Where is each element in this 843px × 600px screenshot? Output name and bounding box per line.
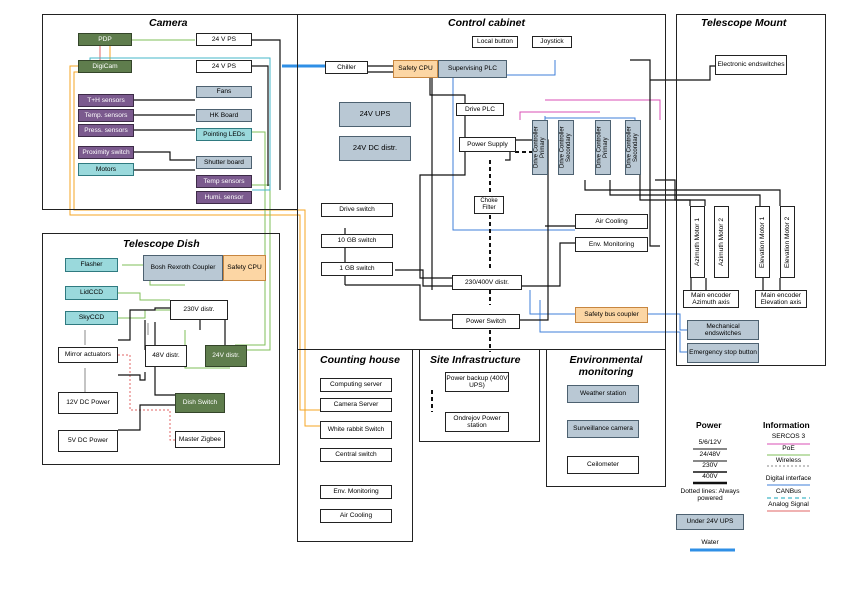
temp-sensors-box: Temp. sensors [78,109,134,122]
lidccd-box: LidCCD [65,286,118,300]
bosh-coupler-box: Bosh Rexroth Coupler [143,255,223,281]
mechanical-endswitches-box: Mechanical endswitches [687,320,759,340]
pdp-box: PDP [78,33,132,46]
information-legend-title: Information [763,420,810,430]
env-monitoring-box: Env. Monitoring [575,237,648,252]
computing-server-box: Computing server [320,378,392,392]
air-cooling-box: Air Cooling [575,214,648,229]
power-legend-item: 230V [702,462,718,469]
hk-board-box: HK Board [196,109,252,122]
supervising-plc-box: Supervising PLC [438,60,507,78]
ps-24v-box: 24 V PS [196,33,252,46]
distr-48v-box: 48V distr. [145,345,187,367]
surveillance-camera-box: Surveillance camera [567,420,639,438]
panel-title: Site Infrastructure [430,354,521,366]
emergency-stop-box: Emergency stop button [687,343,759,363]
under-ups-legend: Under 24V UPS [676,514,744,530]
azimuth-motor-2-box: Azimuth Motor 2 [714,206,729,278]
power-supply-box: Power Supply [459,137,516,152]
central-switch-box: Central switch [320,448,392,462]
mirror-actuators-box: Mirror actuators [58,347,118,363]
info-legend-item: Wireless [775,457,802,464]
drive-plc-box: Drive PLC [456,103,504,116]
safety-bus-coupler-box: Safety bus coupler [575,307,648,323]
distr-24v-box: 24V distr. [205,345,247,367]
power-legend-item: 5/6/12V [698,439,722,446]
azimuth-motor-1-box: Azimuth Motor 1 [690,206,705,278]
counting-env-monitoring-box: Env. Monitoring [320,485,392,499]
drive-controller-secondary-2: Drive Controller Secondary [625,120,641,175]
drive-controller-secondary-1: Drive Controller Secondary [558,120,574,175]
telescope-mount-panel: Telescope Mount [676,14,826,366]
press-sensors-box: Press. sensors [78,124,134,137]
info-legend-item: Digital interface [765,475,812,482]
elevation-encoder-box: Main encoder Elevation axis [755,290,807,308]
master-zigbee-box: Master Zigbee [175,431,225,448]
ondrejov-power-station-box: Ondrejov Power station [445,412,509,432]
distr-230-400-box: 230/400V distr. [452,275,522,290]
proximity-switch-box: Proximity switch [78,146,134,159]
pointing-leds-box: Pointing LEDs [196,128,252,141]
white-rabbit-switch-box: White rabbit Switch [320,421,392,439]
azimuth-encoder-box: Main encoder Azimuth axis [683,290,739,308]
panel-title: Telescope Mount [701,17,787,29]
electronic-endswitches-box: Electronic endswitches [715,55,787,75]
drive-controller-primary-1: Drive Controller Primary [532,120,548,175]
panel-title: Control cabinet [448,17,526,29]
choke-filter-box: Choke Filter [474,196,504,214]
site-infrastructure-panel: Site Infrastructure [419,349,540,442]
counting-house-panel: Counting house [297,349,413,542]
th-sensors-box: T+H sensors [78,94,134,107]
info-legend-item: SERCOS 3 [771,433,806,440]
elevation-motor-1-box: Elevation Motor 1 [755,206,770,278]
chiller-box: Chiller [325,61,368,74]
panel-title: Telescope Dish [123,238,200,250]
dc-12v-power-box: 12V DC Power [58,392,118,414]
ps-24v-box-2: 24 V PS [196,60,252,73]
info-legend-item: PoE [782,445,795,452]
local-button-box: Local button [472,36,518,48]
shutter-board-box: Shutter board [196,156,252,169]
power-legend-item: 400V [702,473,718,480]
dc-distr-box: 24V DC distr. [339,136,411,161]
environmental-monitoring-panel: Environmental monitoring [546,349,666,487]
fans-box: Fans [196,86,252,98]
gb10-switch-box: 10 GB switch [321,234,393,248]
info-legend-item: Analog Signal [768,501,809,508]
ceilometer-box: Ceilometer [567,456,639,474]
power-legend-item: 24/48V [699,451,721,458]
dc-5v-power-box: 5V DC Power [58,430,118,452]
skyccd-box: SkyCCD [65,311,118,325]
humi-sensor-box: Humi. sensor [196,191,252,204]
safety-cpu-box: Safety CPU [393,60,438,78]
weather-station-box: Weather station [567,385,639,403]
panel-title: Environmental monitoring [569,354,643,379]
drive-controller-primary-2: Drive Controller Primary [595,120,611,175]
panel-title: Counting house [320,354,400,366]
camera-server-box: Camera Server [320,398,392,412]
gb1-switch-box: 1 GB switch [321,262,393,276]
panel-title: Camera [149,17,188,29]
joystick-box: Joystick [532,36,572,48]
elevation-motor-2-box: Elevation Motor 2 [780,206,795,278]
dotted-lines-note: Dotted lines: Always powered [680,488,740,502]
power-backup-box: Power backup (400V UPS) [445,372,509,392]
ups-24v-box: 24V UPS [339,102,411,127]
flasher-box: Flasher [65,258,118,272]
telescope-dish-panel: Telescope Dish [42,233,280,465]
dish-switch-box: Dish Switch [175,393,225,413]
power-switch-box: Power Switch [452,314,520,329]
dish-safety-cpu-box: Safety CPU [223,255,266,281]
digicam-box: DigiCam [78,60,132,73]
drive-switch-box: Drive switch [321,203,393,217]
power-legend-title: Power [696,420,722,430]
distr-230v-box: 230V distr. [170,300,228,320]
motors-box: Motors [78,163,134,176]
water-legend: Water [701,539,719,546]
info-legend-item: CANBus [775,488,802,495]
counting-air-cooling-box: Air Cooling [320,509,392,523]
temp-sensors-box-2: Temp sensors [196,175,252,188]
